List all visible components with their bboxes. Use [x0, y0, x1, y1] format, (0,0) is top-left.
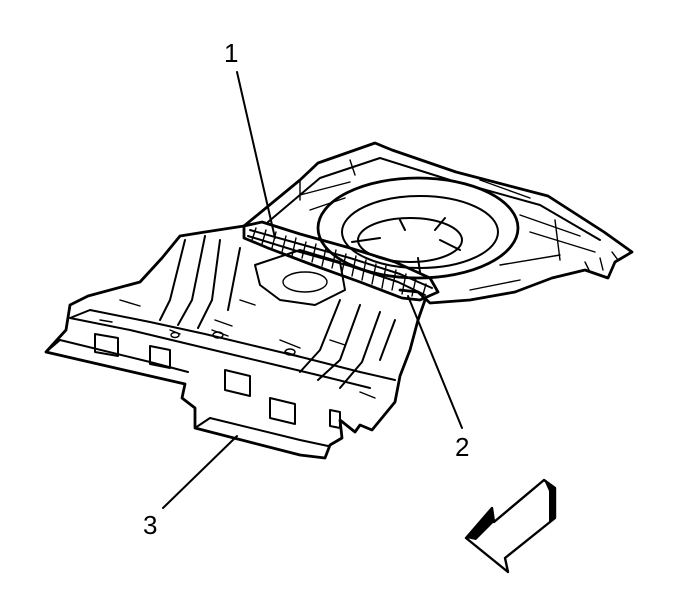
direction-arrow-icon	[464, 478, 557, 574]
leader-lines	[162, 71, 463, 509]
leader-line-1	[236, 71, 276, 239]
rear-floor-outline	[242, 141, 634, 305]
leader-line-2	[407, 295, 463, 429]
rear-floor-ribs	[299, 159, 596, 291]
rear-floor-section	[242, 141, 634, 305]
crossmember-upper-flange	[249, 229, 433, 289]
center-hump-dome	[282, 271, 328, 293]
crossmember-outline	[242, 220, 440, 302]
callout-3: 3	[143, 510, 157, 540]
center-hump	[254, 249, 346, 306]
left-rails	[159, 235, 241, 329]
rear-floor-inner-edge	[267, 157, 601, 241]
front-floor-section	[44, 224, 427, 460]
callout-1: 1	[224, 38, 238, 68]
rear-floor-edge-tabs	[584, 251, 619, 273]
direction-arrow-shade-head	[466, 508, 494, 540]
spare-tire-well-rim	[341, 195, 499, 269]
front-floor-holes	[170, 331, 296, 356]
front-box-panels	[69, 309, 396, 389]
right-rails	[299, 299, 396, 389]
crossmember-hatching	[251, 227, 427, 299]
spare-tire-well-outer	[316, 176, 520, 280]
callout-2: 2	[455, 432, 469, 462]
front-floor-lip	[45, 339, 329, 447]
front-box-cutouts	[94, 333, 341, 429]
crossmember	[242, 220, 440, 302]
direction-arrow-shade	[544, 480, 555, 522]
spare-tire-well-floor	[357, 217, 463, 263]
leader-line-3	[162, 435, 238, 509]
spare-tire-well-ribs	[351, 217, 461, 273]
